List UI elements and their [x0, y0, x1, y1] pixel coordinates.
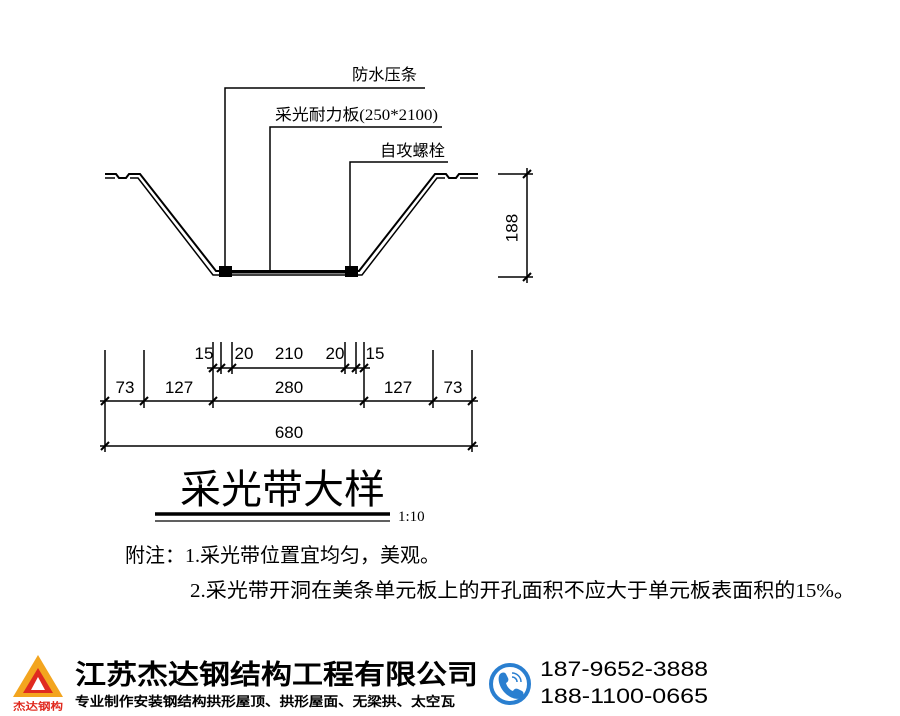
phone-icon — [489, 663, 531, 705]
label-panel: 采光耐力板(250*2100) — [275, 106, 438, 124]
tick-mark — [100, 441, 110, 451]
phone-icon-ring — [489, 663, 531, 705]
dim-top-0: 15 — [195, 344, 214, 363]
leader-line — [349, 161, 448, 266]
tick-mark — [428, 396, 438, 406]
label-waterproof-strip: 防水压条 — [352, 66, 417, 84]
height-dimension: 188 — [498, 168, 533, 283]
phone-number-1: 187-9652-3888 — [540, 658, 708, 681]
drawing-scale: 1:10 — [398, 509, 425, 525]
tick-mark — [227, 363, 237, 373]
width-dimensions: 15 20 210 20 15 73 127 280 127 73 680 — [100, 342, 478, 452]
leader-screw: 自攻螺栓 — [349, 142, 448, 266]
dim-mid-4: 73 — [444, 378, 463, 397]
dim-top-2: 210 — [275, 344, 303, 363]
company-logo-icon: 杰达钢构 — [13, 655, 63, 713]
tick-mark — [139, 396, 149, 406]
dim-mid-0: 73 — [116, 378, 135, 397]
dim-top-1: 20 — [235, 344, 254, 363]
tick-marks-mid — [100, 396, 477, 406]
leader-line — [224, 87, 425, 268]
tick-mark — [208, 363, 218, 373]
dim-top-3: 20 — [326, 344, 345, 363]
tick-mark — [100, 396, 110, 406]
note-2: 2.采光带开洞在美条单元板上的开孔面积不应大于单元板表面积的15%。 — [190, 579, 855, 602]
notes: 附注：1.采光带位置宜均匀，美观。 2.采光带开洞在美条单元板上的开孔面积不应大… — [125, 544, 855, 602]
dim-mid-3: 127 — [384, 378, 412, 397]
label-screw: 自攻螺栓 — [380, 142, 445, 160]
tick-mark — [522, 169, 532, 179]
dim-top-4: 15 — [366, 344, 385, 363]
note-1: 附注：1.采光带位置宜均匀，美观。 — [125, 544, 440, 567]
leader-panel: 采光耐力板(250*2100) — [269, 106, 442, 270]
tick-mark — [359, 363, 369, 373]
tick-mark — [216, 363, 226, 373]
logo-cutout — [31, 677, 45, 690]
company-name: 江苏杰达钢结构工程有限公司 — [75, 660, 478, 690]
phone-icon-handset — [498, 672, 524, 699]
phone-icon-wave — [511, 672, 522, 683]
dim-mid-1: 127 — [165, 378, 193, 397]
screw-left — [219, 266, 232, 277]
tick-mark — [359, 396, 369, 406]
tick-mark — [467, 396, 477, 406]
tick-mark — [208, 396, 218, 406]
leader-waterproof-strip: 防水压条 — [224, 66, 425, 268]
leader-line — [269, 126, 442, 270]
drawing-title: 采光带大样 — [180, 467, 385, 512]
tick-marks-top — [208, 363, 369, 373]
dim-height-label: 188 — [503, 214, 522, 242]
dim-total: 680 — [275, 423, 303, 442]
dim-mid-2: 280 — [275, 378, 303, 397]
tick-mark — [467, 441, 477, 451]
screw-right — [345, 266, 358, 277]
logo-text: 杰达钢构 — [13, 700, 63, 713]
company-tagline: 专业制作安装钢结构拱形屋顶、拱形屋面、无梁拱、太空瓦 — [75, 694, 455, 709]
phone-number-2: 188-1100-0665 — [540, 685, 708, 708]
tick-mark — [522, 272, 532, 282]
profile-outer-line — [105, 173, 478, 272]
profile-inner-line — [105, 177, 478, 276]
footer: 杰达钢构 江苏杰达钢结构工程有限公司 专业制作安装钢结构拱形屋顶、拱形屋面、无梁… — [13, 655, 708, 713]
panel-profile — [105, 173, 478, 277]
drawing-title-block: 采光带大样 1:10 — [155, 467, 425, 525]
tick-mark — [340, 363, 350, 373]
tick-mark — [351, 363, 361, 373]
